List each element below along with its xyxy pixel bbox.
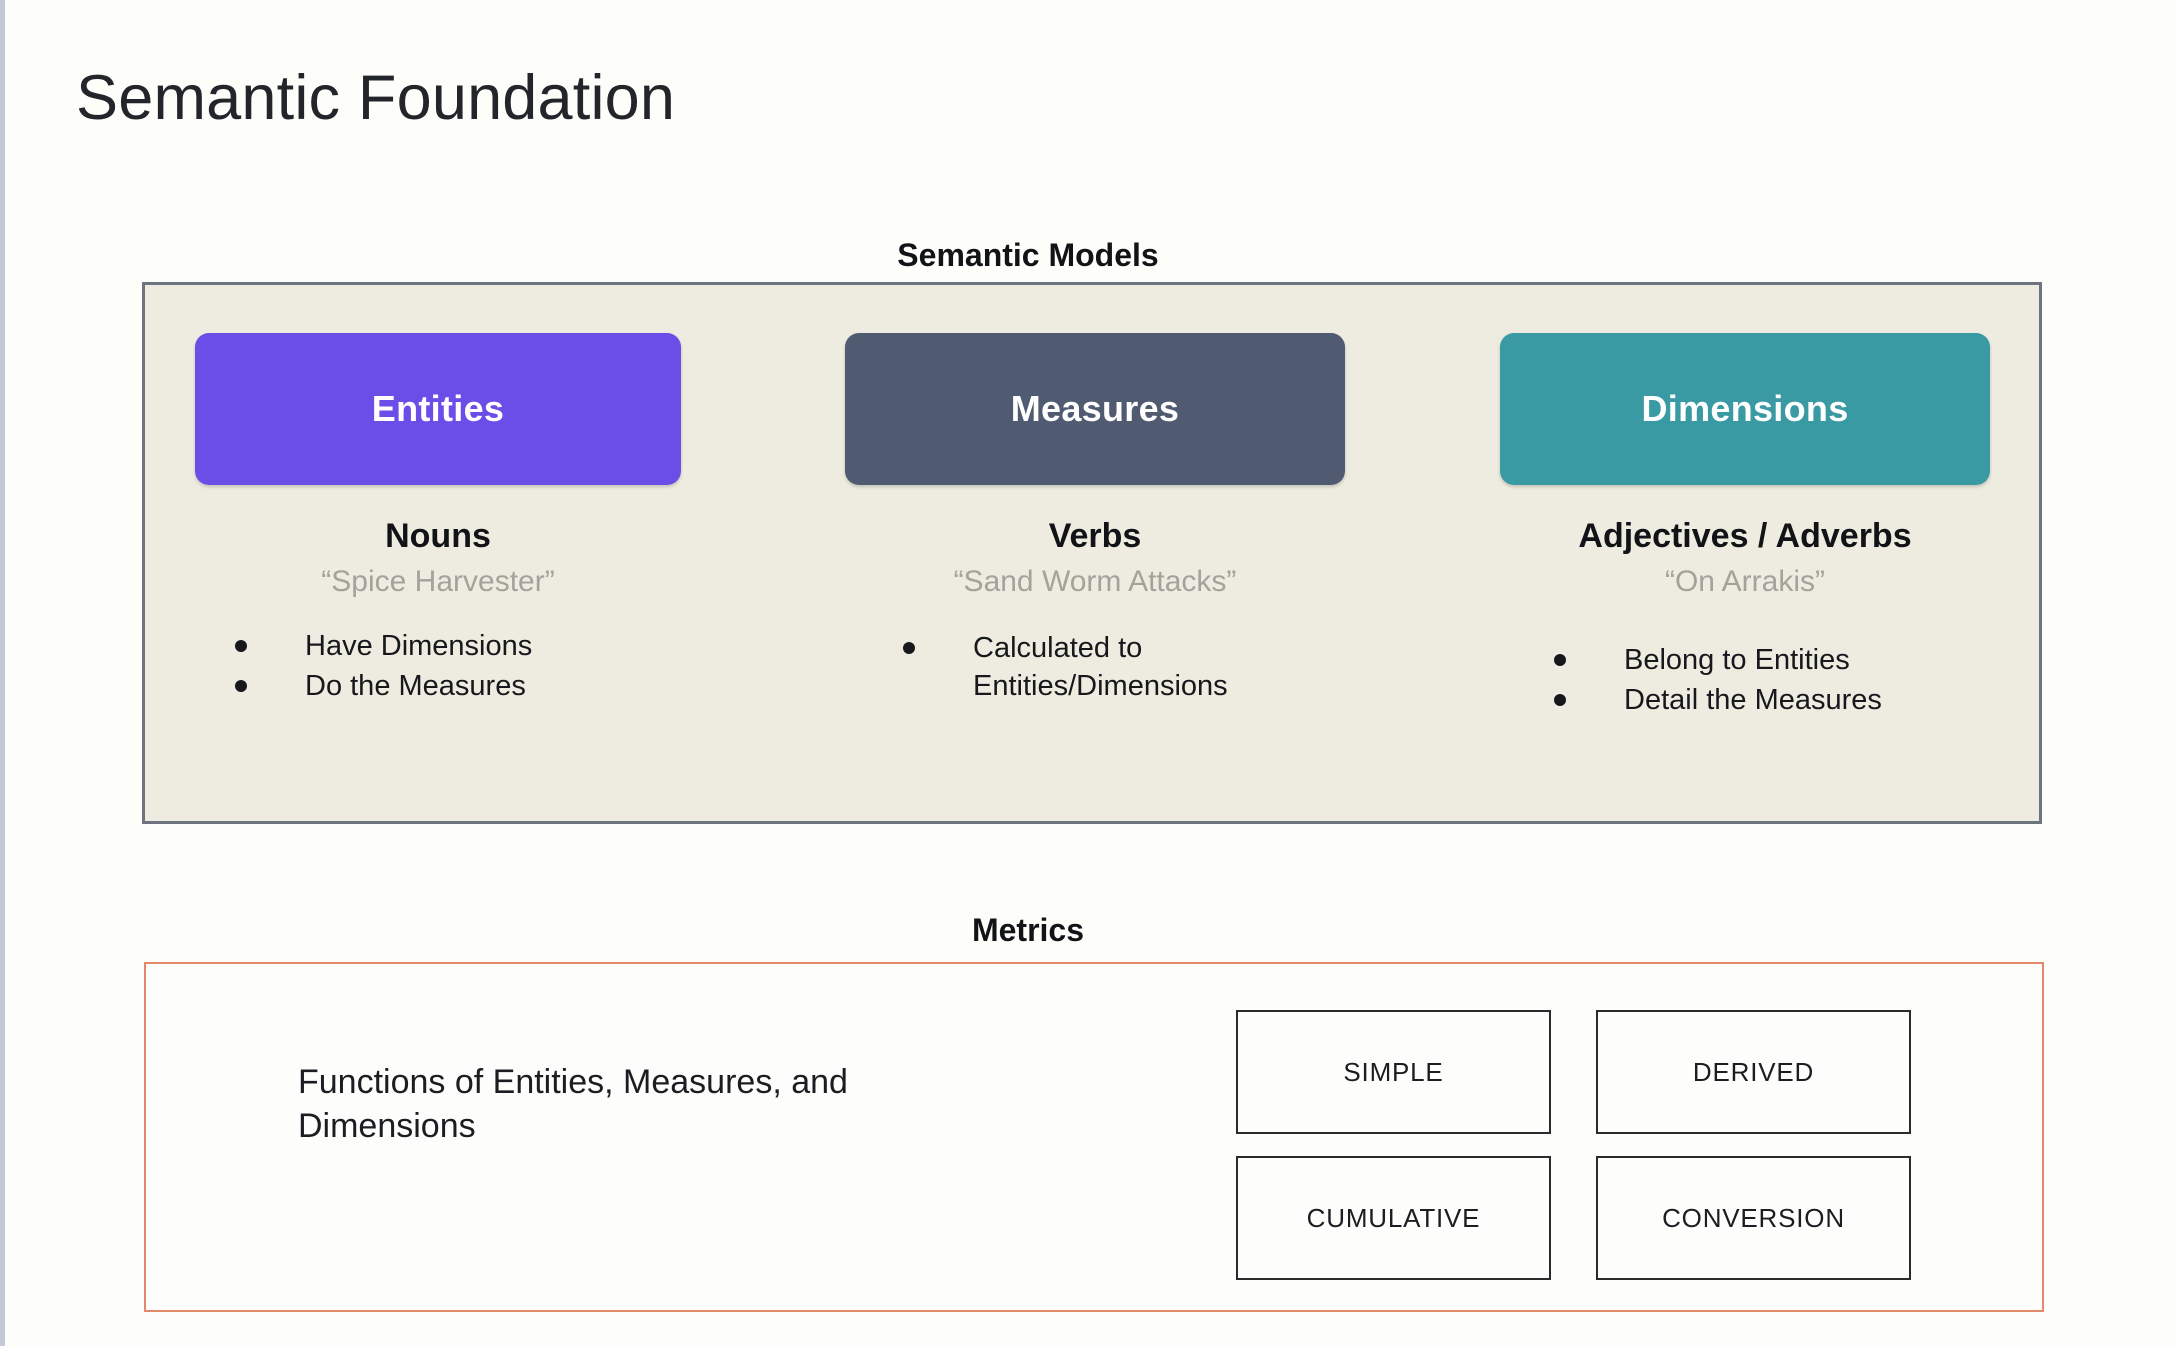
metrics-panel: Functions of Entities, Measures, and Dim… [144, 962, 2044, 1312]
dimensions-bullet-list: Belong to Entities Detail the Measures [1548, 641, 2028, 722]
semantic-models-heading: Semantic Models [897, 237, 1159, 273]
page-title: Semantic Foundation [76, 63, 676, 133]
semantic-column-measures: Measures Verbs “Sand Worm Attacks” Calcu… [845, 285, 1445, 821]
entities-example: “Spice Harvester” [321, 565, 555, 598]
entities-card[interactable]: Entities [195, 333, 681, 485]
list-item: Belong to Entities [1548, 641, 2028, 679]
metric-type-simple[interactable]: SIMPLE [1236, 1010, 1551, 1134]
measures-example: “Sand Worm Attacks” [953, 565, 1237, 598]
entities-part-of-speech: Nouns [385, 517, 491, 555]
list-item: Calculated to Entities/Dimensions [897, 629, 1377, 706]
dimensions-card[interactable]: Dimensions [1500, 333, 1990, 485]
semantic-models-panel: Entities Nouns “Spice Harvester” Have Di… [142, 282, 2042, 824]
metric-type-cumulative[interactable]: CUMULATIVE [1236, 1156, 1551, 1280]
semantic-column-dimensions: Dimensions Adjectives / Adverbs “On Arra… [1500, 285, 2100, 821]
semantic-models-columns: Entities Nouns “Spice Harvester” Have Di… [145, 285, 2039, 821]
left-edge-strip [0, 0, 5, 1346]
metric-type-conversion[interactable]: CONVERSION [1596, 1156, 1911, 1280]
dimensions-part-of-speech: Adjectives / Adverbs [1578, 517, 1912, 555]
entities-bullet-list: Have Dimensions Do the Measures [229, 627, 699, 708]
list-item: Detail the Measures [1548, 681, 2028, 719]
measures-part-of-speech: Verbs [1048, 517, 1142, 555]
semantic-column-entities: Entities Nouns “Spice Harvester” Have Di… [195, 285, 795, 821]
metrics-heading: Metrics [971, 912, 1085, 948]
list-item: Have Dimensions [229, 627, 699, 665]
metrics-type-grid: SIMPLE DERIVED CUMULATIVE CONVERSION [1236, 1010, 1926, 1280]
dimensions-example: “On Arrakis” [1664, 565, 1826, 598]
metrics-description: Functions of Entities, Measures, and Dim… [298, 1063, 848, 1146]
measures-card[interactable]: Measures [845, 333, 1345, 485]
measures-bullet-list: Calculated to Entities/Dimensions [897, 629, 1377, 708]
metric-type-derived[interactable]: DERIVED [1596, 1010, 1911, 1134]
list-item: Do the Measures [229, 667, 699, 705]
